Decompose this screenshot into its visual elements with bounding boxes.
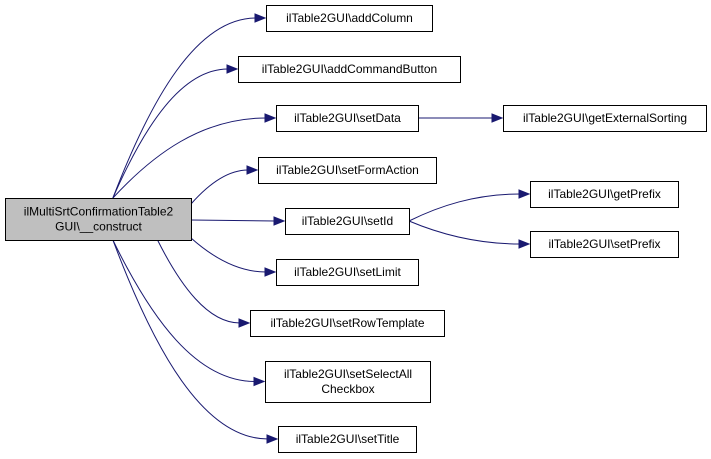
node-label: GUI\__construct xyxy=(55,220,142,234)
node-setLimit[interactable]: ilTable2GUI\setLimit xyxy=(276,259,419,286)
edges-layer xyxy=(112,13,531,444)
edge-root-to-addColumn xyxy=(112,17,257,199)
node-label: ilTable2GUI\addColumn xyxy=(286,11,413,25)
node-label: ilTable2GUI\setFormAction xyxy=(276,163,419,177)
node-box xyxy=(530,231,679,258)
node-setData[interactable]: ilTable2GUI\setData xyxy=(276,105,419,132)
node-label: ilTable2GUI\setData xyxy=(294,111,401,125)
edge-root-to-setData xyxy=(112,117,267,199)
node-box xyxy=(250,310,445,337)
node-setRowTemplate[interactable]: ilTable2GUI\setRowTemplate xyxy=(250,310,445,337)
arrowhead xyxy=(246,165,259,175)
node-box xyxy=(258,157,437,184)
node-box xyxy=(238,56,461,83)
node-label: ilTable2GUI\setPrefix xyxy=(548,237,660,251)
node-label: ilTable2GUI\setTitle xyxy=(296,432,400,446)
arrowhead xyxy=(226,64,239,74)
node-label: ilTable2GUI\getExternalSorting xyxy=(523,111,687,125)
edge-root-to-setFormAction xyxy=(190,169,249,205)
arrowhead xyxy=(264,267,277,277)
node-root[interactable]: ilMultiSrtConfirmationTable2GUI\__constr… xyxy=(5,198,192,241)
node-getExternalSorting[interactable]: ilTable2GUI\getExternalSorting xyxy=(503,105,707,132)
arrowhead xyxy=(518,239,531,249)
edge-root-to-setLimit xyxy=(190,237,267,273)
node-label: ilTable2GUI\addCommandButton xyxy=(262,62,437,76)
edge-root-to-setRowTemplate xyxy=(157,239,241,324)
node-label: Checkbox xyxy=(321,382,374,396)
arrowhead xyxy=(254,13,267,23)
node-label: ilTable2GUI\setId xyxy=(302,214,393,228)
edge-root-to-setTitle xyxy=(112,239,269,440)
edge-setId-to-setPrefix xyxy=(408,220,521,245)
node-label: ilMultiSrtConfirmationTable2 xyxy=(24,205,174,219)
arrowhead xyxy=(273,216,286,226)
node-setTitle[interactable]: ilTable2GUI\setTitle xyxy=(278,426,417,453)
node-box xyxy=(265,361,431,403)
arrowhead xyxy=(518,189,531,199)
edge-setId-to-getPrefix xyxy=(408,193,521,222)
node-setPrefix[interactable]: ilTable2GUI\setPrefix xyxy=(530,231,679,258)
node-label: ilTable2GUI\getPrefix xyxy=(548,187,661,201)
arrowhead xyxy=(264,113,277,123)
edge-root-to-addCommandButton xyxy=(112,68,229,199)
nodes-layer: ilMultiSrtConfirmationTable2GUI\__constr… xyxy=(5,5,707,453)
edge-root-to-setId xyxy=(190,219,276,222)
node-box xyxy=(503,105,707,132)
node-label: ilTable2GUI\setLimit xyxy=(294,265,401,279)
node-box xyxy=(266,5,433,32)
edge-root-to-setSelectAllCheckbox xyxy=(112,239,256,382)
node-box xyxy=(530,181,679,208)
node-box xyxy=(276,105,419,132)
node-label: ilTable2GUI\setSelectAll xyxy=(284,367,412,381)
arrowhead xyxy=(238,318,251,328)
node-addColumn[interactable]: ilTable2GUI\addColumn xyxy=(266,5,433,32)
node-box xyxy=(278,426,417,453)
arrowhead xyxy=(266,434,279,444)
node-addCommandButton[interactable]: ilTable2GUI\addCommandButton xyxy=(238,56,461,83)
node-getPrefix[interactable]: ilTable2GUI\getPrefix xyxy=(530,181,679,208)
node-box xyxy=(285,208,410,235)
node-setId[interactable]: ilTable2GUI\setId xyxy=(285,208,410,235)
arrowhead xyxy=(253,376,266,387)
node-setFormAction[interactable]: ilTable2GUI\setFormAction xyxy=(258,157,437,184)
node-label: ilTable2GUI\setRowTemplate xyxy=(270,316,424,330)
arrowhead xyxy=(491,113,504,123)
node-box xyxy=(276,259,419,286)
node-box xyxy=(5,198,192,241)
